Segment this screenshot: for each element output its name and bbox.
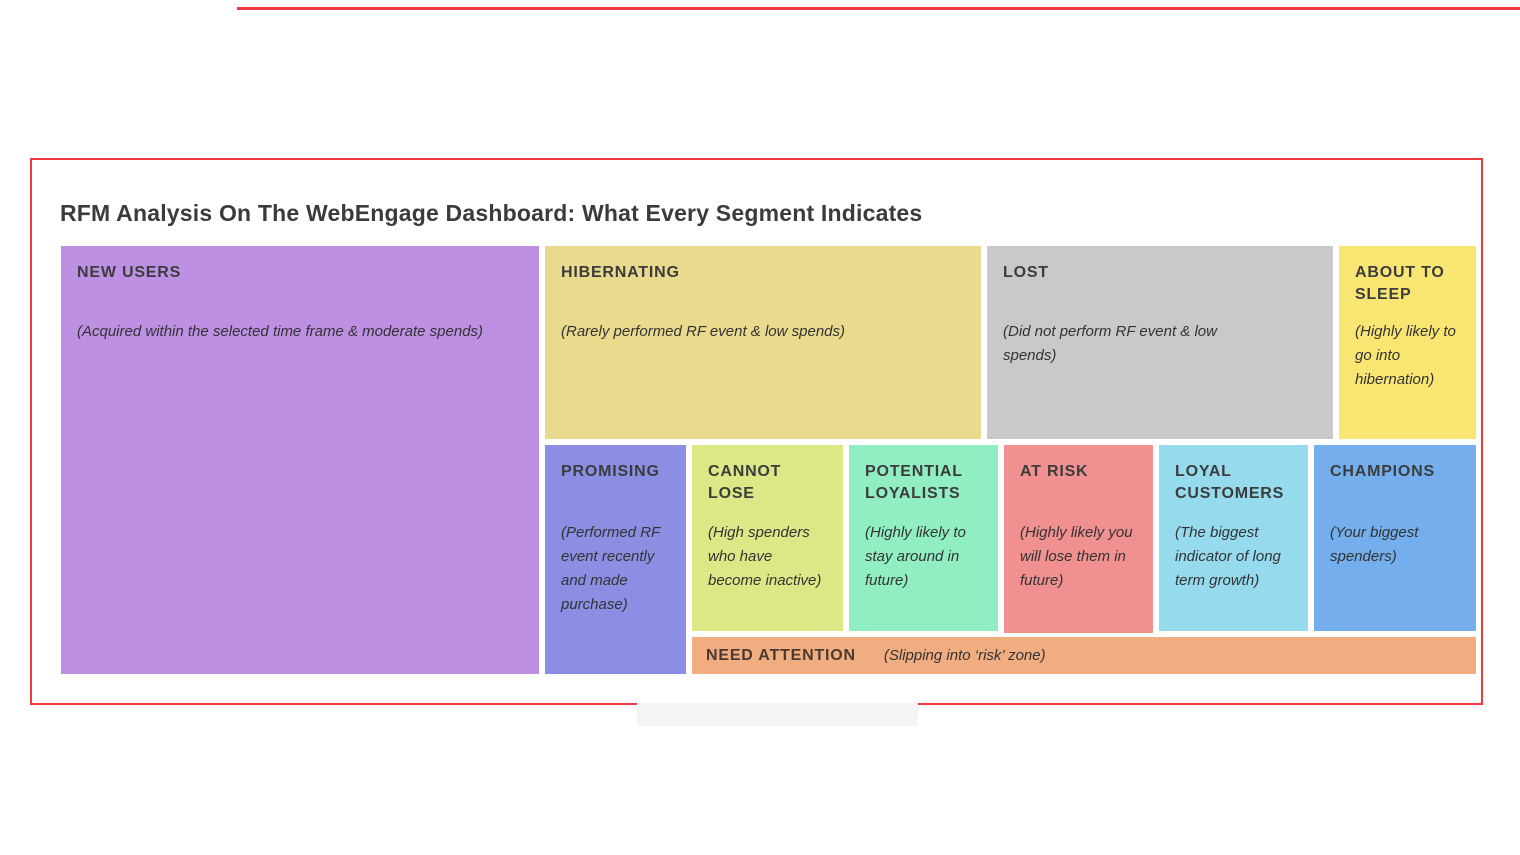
segment-potential-loyalists: POTENTIAL LOYALISTS (Highly likely to st… — [849, 445, 998, 631]
segment-potential-loyalists-description: (Highly likely to stay around in future) — [865, 524, 966, 589]
segment-hibernating-description: (Rarely performed RF event & low spends) — [561, 323, 846, 340]
segment-promising: PROMISING (Performed RF event recently a… — [545, 445, 686, 674]
page-title: RFM Analysis On The WebEngage Dashboard:… — [60, 200, 923, 226]
segment-about-to-sleep-label: ABOUT TO SLEEP — [1355, 264, 1445, 303]
segment-lost-description: (Did not perform RF event & low spends) — [1003, 323, 1217, 364]
segment-lost-label: LOST — [1003, 264, 1049, 281]
segment-potential-loyalists-label: POTENTIAL LOYALISTS — [865, 463, 963, 502]
segment-hibernating: HIBERNATING (Rarely performed RF event &… — [545, 246, 981, 439]
segment-need-attention: NEED ATTENTION (Slipping into ‘risk’ zon… — [692, 637, 1476, 674]
top-red-rule — [237, 7, 1520, 10]
segment-promising-description: (Performed RF event recently and made pu… — [561, 524, 660, 613]
segment-about-to-sleep: ABOUT TO SLEEP (Highly likely to go into… — [1339, 246, 1476, 439]
segment-at-risk-label: AT RISK — [1020, 463, 1089, 480]
segment-champions-description: (Your biggest spenders) — [1330, 524, 1419, 565]
segment-cannot-lose-label: CANNOT LOSE — [708, 463, 782, 502]
segment-hibernating-label: HIBERNATING — [561, 264, 680, 281]
segment-about-to-sleep-description: (Highly likely to go into hibernation) — [1355, 323, 1456, 388]
segment-need-attention-description: (Slipping into ‘risk’ zone) — [883, 647, 1046, 664]
segment-lost: LOST (Did not perform RF event & low spe… — [987, 246, 1333, 439]
segment-champions-label: CHAMPIONS — [1330, 463, 1435, 480]
segment-new-users-label: NEW USERS — [77, 264, 182, 281]
segment-cannot-lose: CANNOT LOSE (High spenders who have beco… — [692, 445, 843, 631]
segment-cannot-lose-description: (High spenders who have become inactive) — [708, 524, 822, 589]
segment-new-users: NEW USERS (Acquired within the selected … — [61, 246, 539, 674]
segment-champions: CHAMPIONS (Your biggest spenders) — [1314, 445, 1476, 631]
ghost-rectangle — [637, 703, 918, 726]
rfm-analysis-panel: RFM Analysis On The WebEngage Dashboard:… — [30, 158, 1483, 705]
segment-new-users-description: (Acquired within the selected time frame… — [77, 323, 484, 340]
segment-at-risk-description: (Highly likely you will lose them in fut… — [1020, 524, 1133, 589]
segment-need-attention-label: NEED ATTENTION — [706, 646, 856, 664]
segment-loyal-customers: LOYAL CUSTOMERS (The biggest indicator o… — [1159, 445, 1308, 631]
segment-promising-label: PROMISING — [561, 463, 660, 480]
segment-loyal-customers-label: LOYAL CUSTOMERS — [1175, 463, 1285, 502]
segment-loyal-customers-description: (The biggest indicator of long term grow… — [1175, 524, 1281, 589]
segment-at-risk: AT RISK (Highly likely you will lose the… — [1004, 445, 1153, 633]
